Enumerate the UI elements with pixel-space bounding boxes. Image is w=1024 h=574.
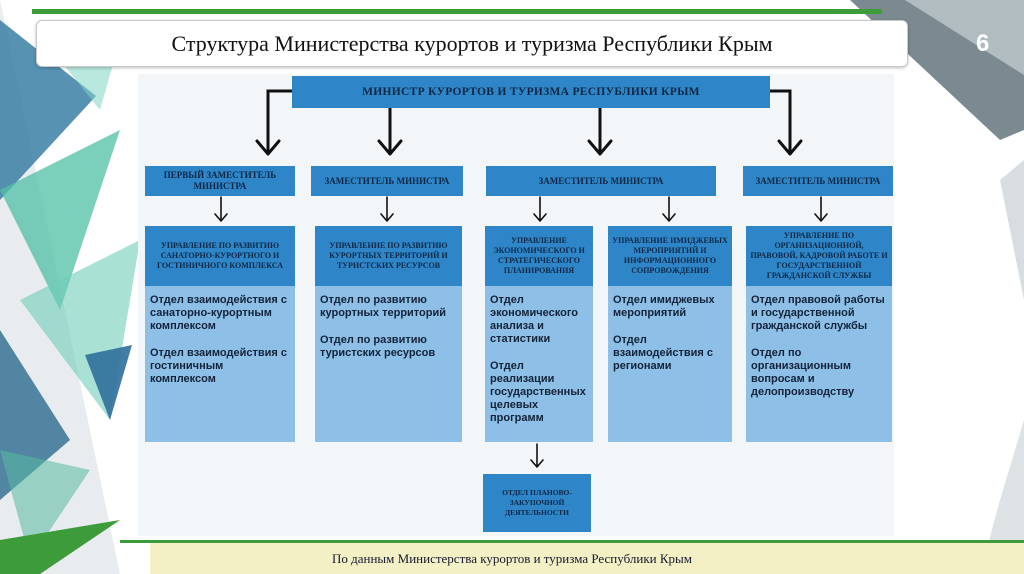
section-item: Отдел по развитию туристских ресурсов: [320, 334, 436, 359]
department-sections: Отдел имиджевых мероприятий Отдел взаимо…: [608, 286, 732, 442]
department-head: УПРАВЛЕНИЕ ПО РАЗВИТИЮ САНАТОРНО-КУРОРТН…: [145, 226, 295, 286]
deputy-arrow-2: [380, 196, 394, 222]
bottom-accent-rule: [120, 540, 1024, 543]
deputy-arrow-5: [814, 196, 828, 222]
slide-title: Структура Министерства курортов и туризм…: [171, 30, 773, 56]
procurement-department-box: ОТДЕЛ ПЛАНОВО-ЗАКУПОЧНОЙ ДЕЯТЕЛЬНОСТИ: [483, 474, 591, 532]
section-item: Отдел по развитию курортных территорий: [320, 294, 447, 319]
first-deputy-minister-box: ПЕРВЫЙ ЗАМЕСТИТЕЛЬ МИНИСТРА: [145, 166, 295, 196]
section-item: Отдел имиджевых мероприятий: [613, 294, 715, 319]
org-chart-connectors: [214, 89, 828, 468]
arrowhead-4: [777, 139, 803, 156]
department-head: УПРАВЛЕНИЕ ПО ОРГАНИЗАЦИОННОЙ, ПРАВОВОЙ,…: [746, 226, 892, 286]
deputy-arrow-4: [662, 196, 676, 222]
arrowhead-3: [587, 139, 613, 156]
section-item: Отдел взаимодействия с гостиничным компл…: [150, 347, 287, 385]
section-item: Отдел реализации государственных целевых…: [490, 360, 586, 424]
section-item: Отдел взаимодействия с регионами: [613, 334, 714, 372]
section-item: Отдел экономического анализа и статистик…: [490, 294, 578, 345]
minister-left-connector: [266, 89, 292, 152]
arrowhead-2: [377, 139, 403, 156]
sub-department-arrow: [530, 443, 544, 468]
org-chart: МИНИСТР КУРОРТОВ И ТУРИЗМА РЕСПУБЛИКИ КР…: [138, 74, 894, 536]
footer-bar: [150, 543, 1024, 574]
department-sections: Отдел экономического анализа и статистик…: [485, 286, 593, 442]
deputy-minister-box: ЗАМЕСТИТЕЛЬ МИНИСТРА: [311, 166, 463, 196]
department-head: УПРАВЛЕНИЕ ИМИДЖЕВЫХ МЕРОПРИЯТИЙ И ИНФОР…: [608, 226, 732, 286]
minister-box: МИНИСТР КУРОРТОВ И ТУРИЗМА РЕСПУБЛИКИ КР…: [292, 76, 770, 108]
source-footnote: По данным Министерства курортов и туризм…: [332, 551, 692, 566]
deputy-arrow-3: [533, 196, 547, 222]
minister-right-connector: [770, 89, 792, 152]
department-head: УПРАВЛЕНИЕ ЭКОНОМИЧЕСКОГО И СТРАТЕГИЧЕСК…: [485, 226, 593, 286]
department-sections: Отдел по развитию курортных территорий О…: [315, 286, 462, 442]
top-accent-rule: [32, 9, 882, 14]
section-item: Отдел взаимодействия с санаторно-курортн…: [150, 294, 287, 332]
arrowhead-1: [255, 139, 281, 156]
deputy-minister-box: ЗАМЕСТИТЕЛЬ МИНИСТРА: [486, 166, 716, 196]
department-sections: Отдел правовой работы и государственной …: [746, 286, 892, 442]
deputy-minister-box: ЗАМЕСТИТЕЛЬ МИНИСТРА: [743, 166, 893, 196]
deputy-arrow-1: [214, 196, 228, 222]
department-sections: Отдел взаимодействия с санаторно-курортн…: [145, 286, 295, 442]
page-number: 6: [976, 30, 990, 57]
section-item: Отдел правовой работы и государственной …: [751, 294, 885, 332]
department-head: УПРАВЛЕНИЕ ПО РАЗВИТИЮ КУРОРТНЫХ ТЕРРИТО…: [315, 226, 462, 286]
title-banner: Структура Министерства курортов и туризм…: [36, 20, 908, 67]
section-item: Отдел по организационным вопросам и дело…: [751, 347, 855, 398]
